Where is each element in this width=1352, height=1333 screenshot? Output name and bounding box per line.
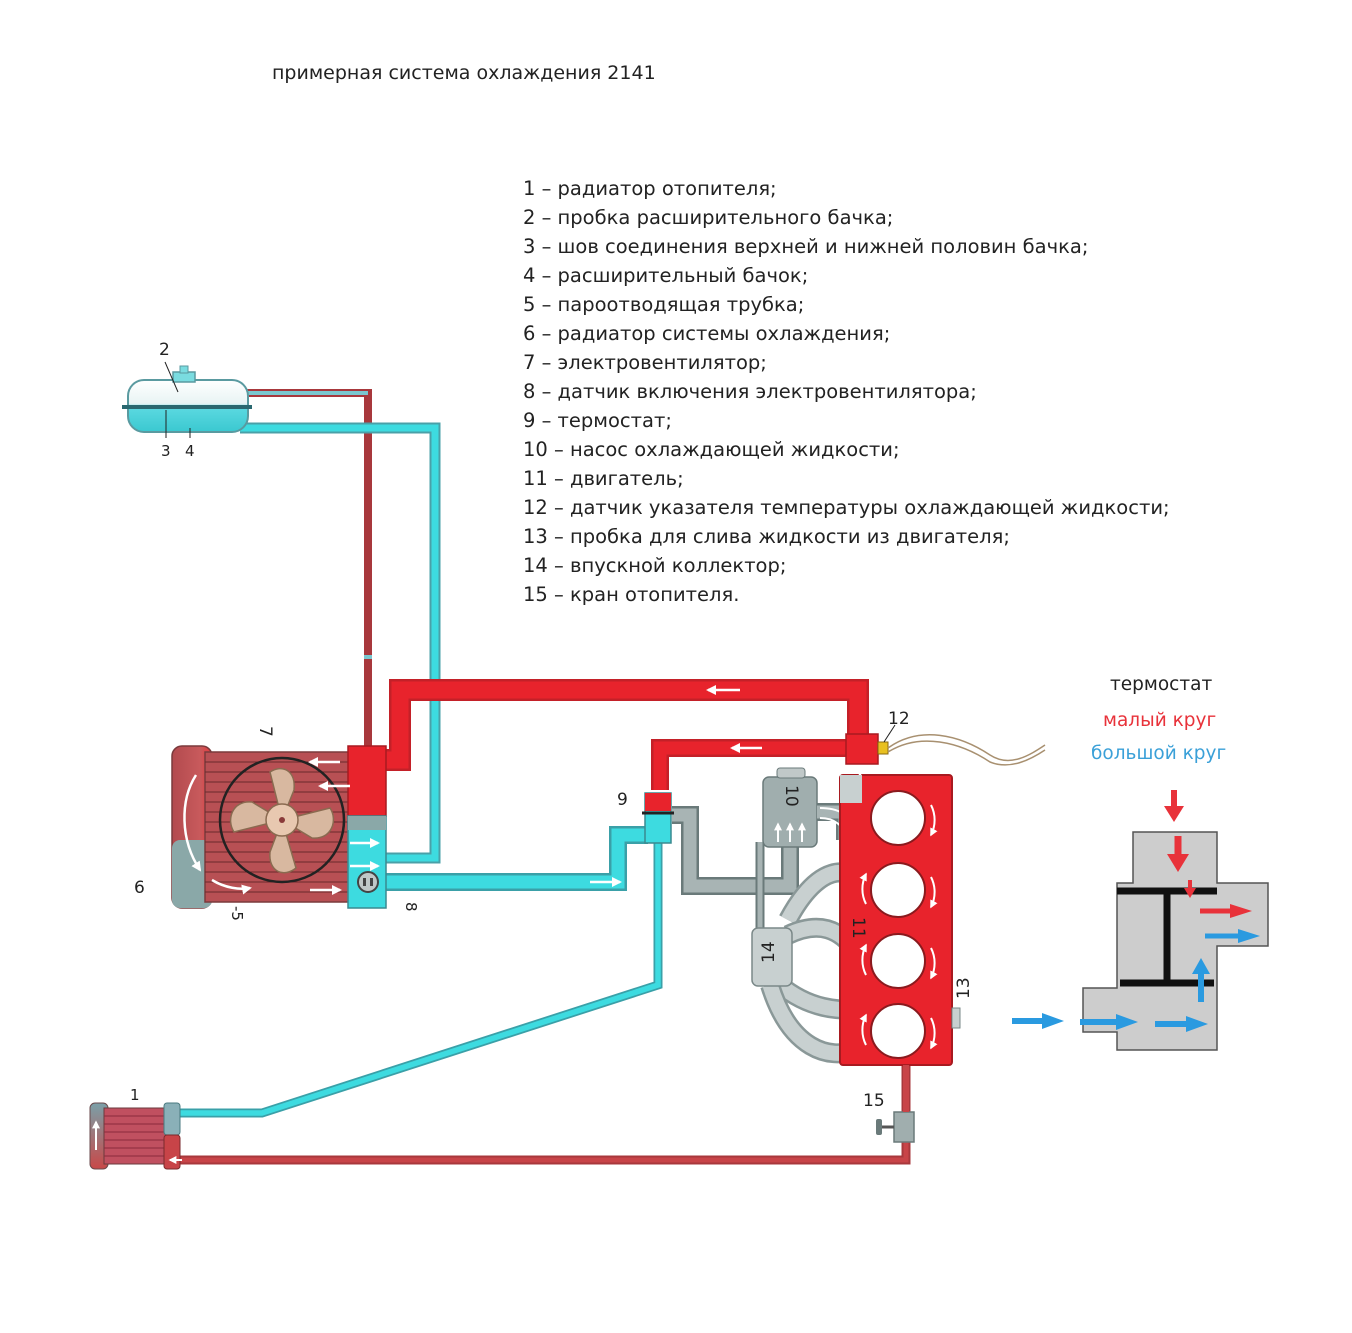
arrow-big-circle: [1012, 929, 1260, 1032]
legend-item: 2 – пробка расширительного бачка;: [523, 206, 894, 229]
label-10: 10: [781, 785, 801, 807]
fan: [229, 767, 335, 874]
legend-item: 1 – радиатор отопителя;: [523, 177, 777, 200]
label-11: 11: [848, 917, 868, 939]
diagram-title: примерная система охлаждения 2141: [272, 62, 656, 84]
label-1: 1: [130, 1086, 140, 1104]
label-12: 12: [888, 709, 910, 729]
legend-item: 13 – пробка для слива жидкости из двигат…: [523, 525, 1010, 548]
label-14: 14: [759, 941, 779, 963]
legend-item: 4 – расширительный бачок;: [523, 264, 809, 287]
label-6: 6: [134, 878, 145, 898]
label-5: -5: [228, 906, 246, 921]
legend-list: 1 – радиатор отопителя; 2 – пробка расши…: [523, 174, 1170, 609]
bypass-pipe: [651, 739, 858, 790]
heater-return-pipe: [178, 830, 663, 1118]
legend-item: 12 – датчик указателя температуры охлажд…: [523, 496, 1170, 519]
legend-item: 3 – шов соединения верхней и нижней поло…: [523, 235, 1089, 258]
thermostat: [642, 792, 674, 844]
fan-sensor: [357, 871, 379, 893]
tank-return-pipe: [240, 422, 441, 864]
thermostat-small-circle-label: малый круг: [1103, 710, 1217, 731]
label-4: 4: [185, 442, 195, 460]
thermostat-detail: [1012, 790, 1269, 1051]
thermostat-legend-title: термостат: [1110, 674, 1213, 695]
legend-item: 15 – кран отопителя.: [523, 583, 740, 606]
legend-item: 14 – впускной коллектор;: [523, 554, 787, 577]
heater-supply-pipe: [178, 1060, 911, 1165]
label-9: 9: [617, 790, 628, 810]
thermostat-big-circle-label: большой круг: [1091, 743, 1227, 764]
label-3: 3: [161, 442, 171, 460]
legend-item: 8 – датчик включения электровентилятора;: [523, 380, 977, 403]
arrow-small-circle: [1164, 790, 1252, 918]
legend-item: 11 – двигатель;: [523, 467, 684, 490]
legend-item: 9 – термостат;: [523, 409, 672, 432]
legend-item: 10 – насос охлаждающей жидкости;: [523, 438, 900, 461]
engine-block: [839, 758, 961, 1066]
label-2: 2: [159, 340, 170, 360]
steam-vent-pipe: [240, 389, 372, 760]
heater-radiator: [89, 1102, 182, 1170]
label-15: 15: [863, 1091, 885, 1111]
label-13: 13: [954, 977, 974, 999]
label-7: 7: [255, 726, 275, 737]
legend-item: 6 – радиатор системы охлаждения;: [523, 322, 891, 345]
legend-item: 5 – пароотводящая трубка;: [523, 293, 805, 316]
temperature-sensor: [845, 724, 1046, 766]
legend-item: 7 – электровентилятор;: [523, 351, 767, 374]
heater-tap: [876, 1065, 915, 1143]
hot-upper-pipe: [384, 679, 869, 771]
cold-lower-pipe: [385, 826, 648, 891]
pump-inlet-pipe: [672, 806, 799, 930]
label-8: 8: [402, 902, 420, 912]
drain-plug: [951, 1007, 961, 1029]
expansion-tank: [122, 361, 252, 438]
main-radiator: [171, 745, 387, 909]
